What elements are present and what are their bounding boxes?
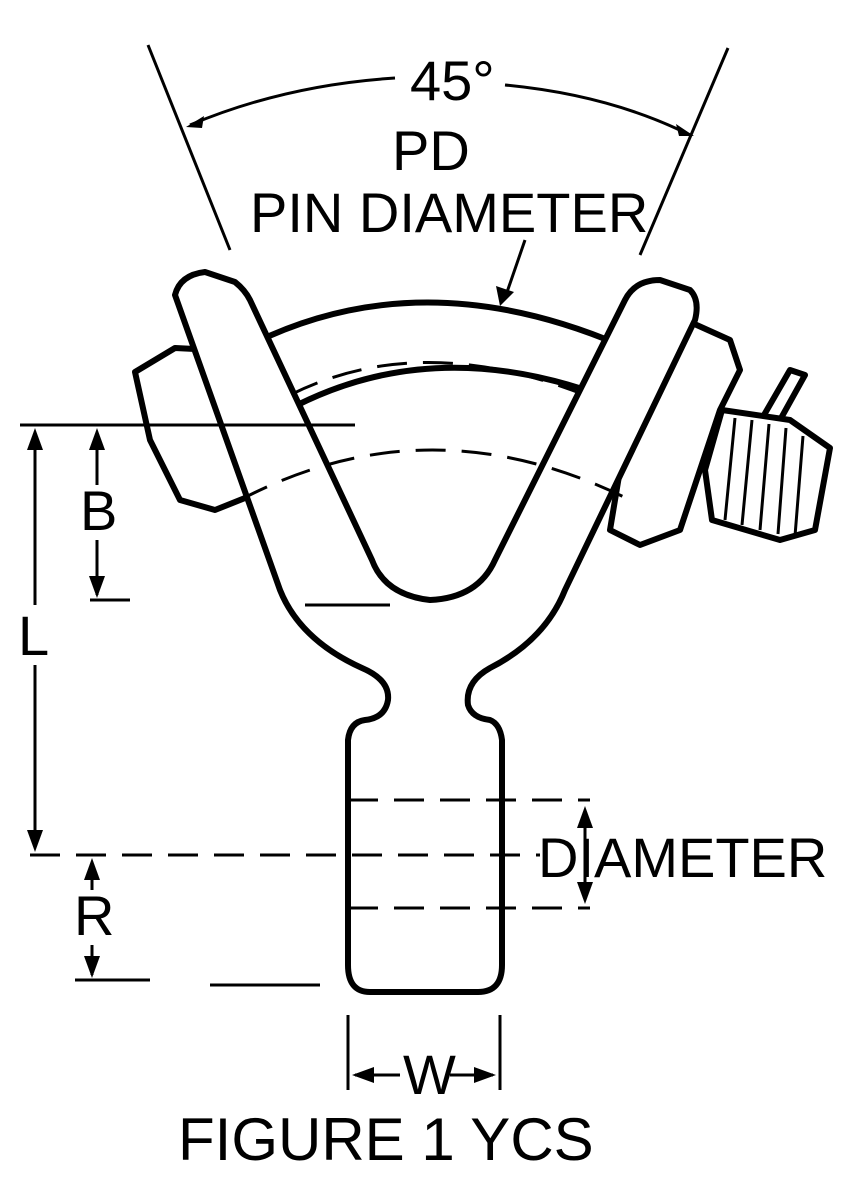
dimension-diameter: DIAMETER [538, 806, 827, 904]
pin-diameter-leader [496, 239, 527, 306]
lock-nut [702, 367, 833, 543]
pin [247, 299, 623, 423]
pin-hidden-line [239, 448, 631, 502]
figure-caption: FIGURE 1 YCS [178, 1106, 594, 1173]
angle-label: 45° [410, 49, 495, 112]
l-label: L [18, 604, 49, 667]
eye-hidden-lines [30, 798, 590, 910]
angle-indicator: 45° [146, 44, 730, 256]
dimension-r: R [74, 858, 114, 978]
diameter-label: DIAMETER [538, 826, 827, 889]
pd-label: PD [392, 119, 470, 182]
dimension-l: L [18, 428, 49, 852]
dimension-b: B [80, 428, 117, 598]
b-label: B [80, 479, 117, 542]
dimension-w: W [346, 1015, 502, 1106]
r-label: R [74, 884, 114, 947]
w-label: W [403, 1043, 456, 1106]
pin-diameter-label: PIN DIAMETER [250, 181, 648, 244]
clevis-body [172, 269, 700, 995]
